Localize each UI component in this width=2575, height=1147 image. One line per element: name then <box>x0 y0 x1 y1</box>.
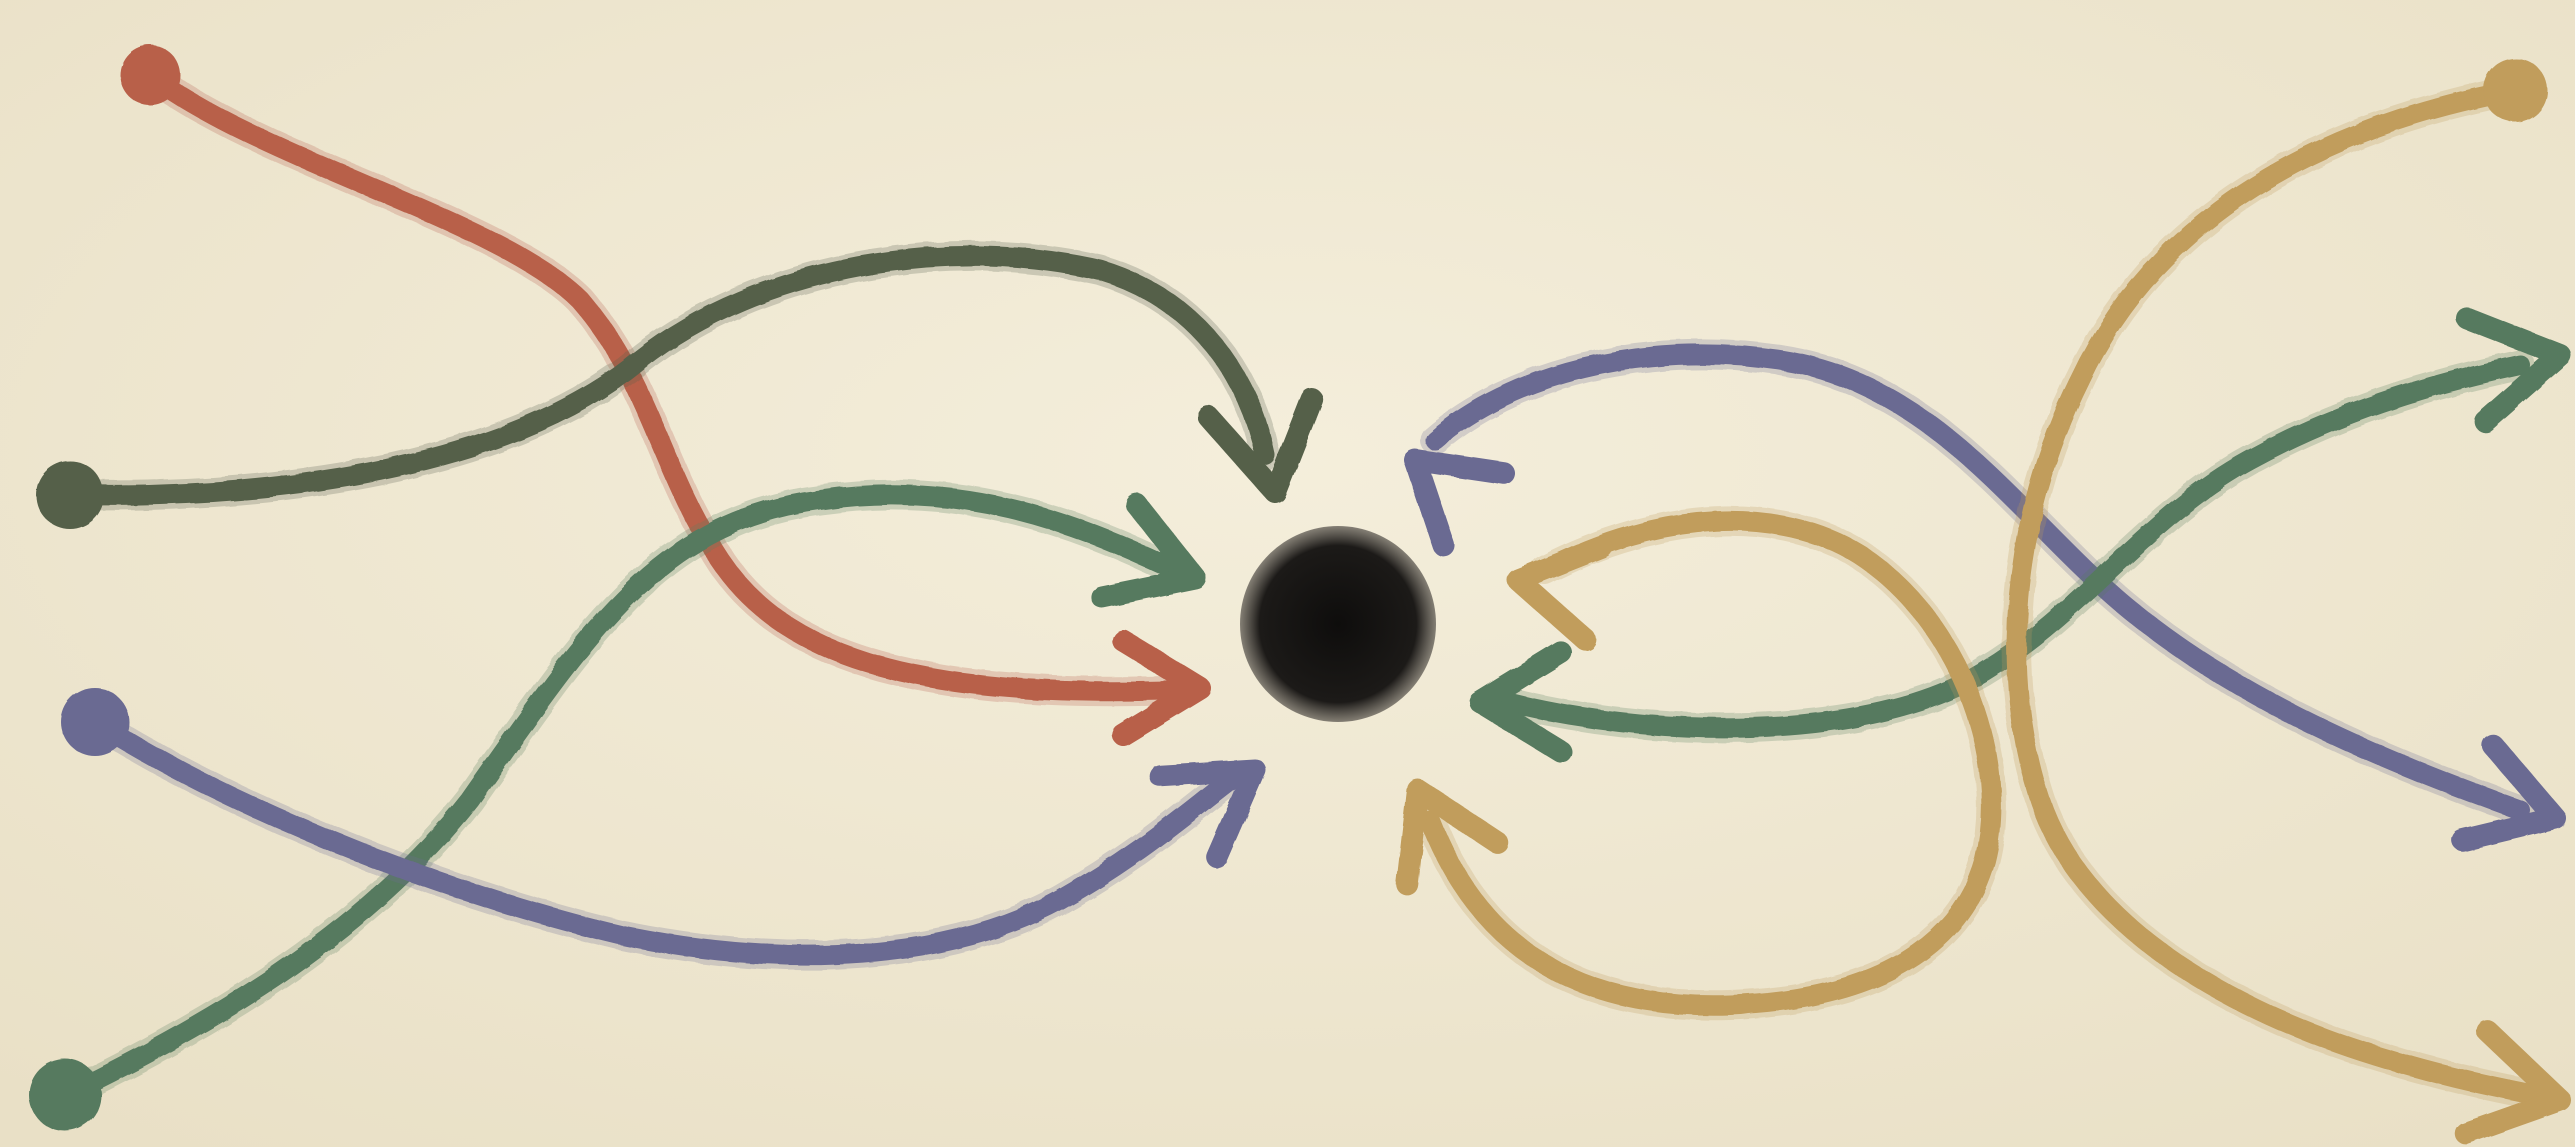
rust-in-start-dot <box>120 45 180 105</box>
purple-left-in-start-dot <box>61 688 129 756</box>
ochre-upper-start-dot <box>2483 58 2547 122</box>
dark-green-in-start-dot <box>36 461 104 529</box>
center-dot <box>1240 526 1436 722</box>
green-lower-in-start-dot <box>29 1059 101 1131</box>
